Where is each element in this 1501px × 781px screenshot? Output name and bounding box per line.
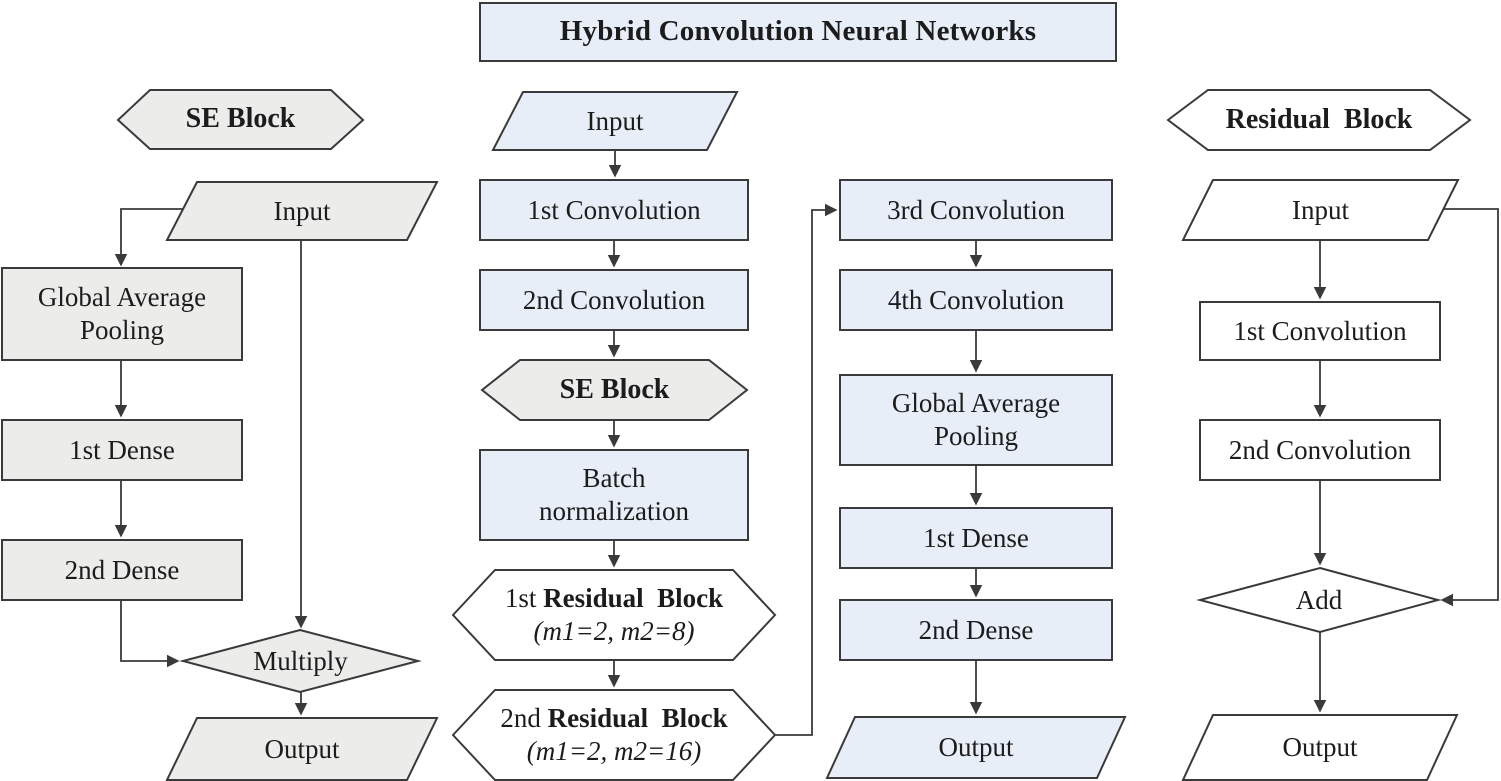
edge-rb-input-skip-to-add: [1440, 208, 1499, 607]
se-input-label: Input: [273, 195, 331, 226]
se-multiply-label: Multiply: [253, 645, 348, 676]
main-seblock-label: SE Block: [559, 373, 670, 405]
rb-output-parallelogram: [1181, 714, 1459, 781]
main-residual1-name: Residual Block: [543, 583, 724, 614]
se-dense1-label: 1st Dense: [69, 434, 175, 465]
connector-arrows: [114, 150, 1499, 736]
se-multiply-diamond: [179, 628, 422, 694]
main-dense1-label: 1st Dense: [923, 522, 1029, 553]
main-gap-line2: Pooling: [933, 421, 1019, 451]
rb-input-parallelogram: [1181, 179, 1460, 241]
main-conv4-label: 4th Convolution: [887, 284, 1065, 315]
se-gap-line2: Pooling: [79, 315, 165, 345]
main-dense1-rect: [839, 507, 1113, 569]
se-gap-label: Global Average Pooling: [2, 268, 242, 360]
main-residual1-prefix: 1st: [504, 583, 544, 614]
main-dense2-label: 2nd Dense: [918, 614, 1034, 645]
rb-output-label: Output: [1282, 732, 1358, 763]
main-batchnorm-rect: [479, 449, 749, 541]
title-box-shape: [479, 2, 1117, 62]
main-input-label: Input: [586, 105, 644, 136]
edge-se-input-to-gap: [114, 208, 186, 267]
se-panel-heading: SE Block: [185, 103, 296, 135]
se-panel-heading-hexagon: [116, 89, 365, 150]
main-residual1-label: 1st Residual Block (m1=2, m2=8): [453, 570, 775, 660]
main-gap-label: Global Average Pooling: [840, 375, 1112, 465]
main-conv1-label: 1st Convolution: [527, 194, 701, 225]
main-seblock-hexagon: [480, 359, 749, 421]
main-residual1-title: 1st Residual Block: [505, 582, 723, 615]
main-conv3-rect: [839, 179, 1113, 241]
rb-conv2-rect: [1199, 419, 1441, 481]
rb-panel-heading-hexagon: [1166, 89, 1472, 151]
main-residual1-params: (m1=2, m2=8): [533, 616, 695, 646]
main-conv3-label: 3rd Convolution: [887, 194, 1065, 225]
main-conv2-label: 2nd Convolution: [522, 284, 706, 315]
main-conv1-rect: [479, 179, 749, 241]
diagram-title: Hybrid Convolution Neural Networks: [559, 15, 1037, 48]
rb-conv2-label: 2nd Convolution: [1228, 434, 1412, 465]
rb-panel-heading: Residual Block: [1225, 103, 1413, 135]
main-batchnorm-label: Batch normalization: [480, 450, 748, 540]
rb-add-diamond: [1196, 566, 1442, 634]
se-gap-line1: Global Average: [37, 282, 207, 313]
se-dense2-label: 2nd Dense: [64, 554, 180, 585]
main-residual2-title: 2nd Residual Block: [500, 702, 727, 735]
se-output-parallelogram: [165, 717, 439, 781]
rb-add-label: Add: [1295, 584, 1343, 615]
edge-main-residual2-to-conv3: [775, 203, 838, 736]
main-residual2-prefix: 2nd: [500, 703, 548, 734]
main-conv4-rect: [839, 269, 1113, 331]
main-residual2-params: (m1=2, m2=16): [526, 736, 702, 766]
rb-input-label: Input: [1292, 194, 1349, 225]
main-residual2-hexagon: [451, 689, 777, 781]
se-dense2-rect: [1, 539, 243, 601]
main-residual2-label: 2nd Residual Block (m1=2, m2=16): [453, 690, 775, 780]
rb-conv1-label: 1st Convolution: [1233, 315, 1407, 346]
se-gap-rect: [1, 267, 243, 361]
main-residual1-hexagon: [451, 569, 777, 661]
main-gap-line1: Global Average: [891, 388, 1061, 419]
main-dense2-rect: [839, 599, 1113, 661]
main-batchnorm-line1: Batch: [582, 463, 646, 494]
se-dense1-rect: [1, 419, 243, 481]
main-gap-rect: [839, 374, 1113, 466]
main-output-parallelogram: [825, 716, 1127, 779]
rb-conv1-rect: [1199, 301, 1441, 361]
main-residual2-name: Residual Block: [547, 703, 728, 734]
se-input-parallelogram: [165, 181, 439, 241]
main-batchnorm-line2: normalization: [539, 496, 689, 526]
main-conv2-rect: [479, 269, 749, 331]
main-input-parallelogram: [491, 91, 739, 151]
edge-se-dense2-to-multiply: [120, 600, 180, 668]
se-output-label: Output: [264, 733, 340, 764]
main-output-label: Output: [938, 732, 1014, 763]
